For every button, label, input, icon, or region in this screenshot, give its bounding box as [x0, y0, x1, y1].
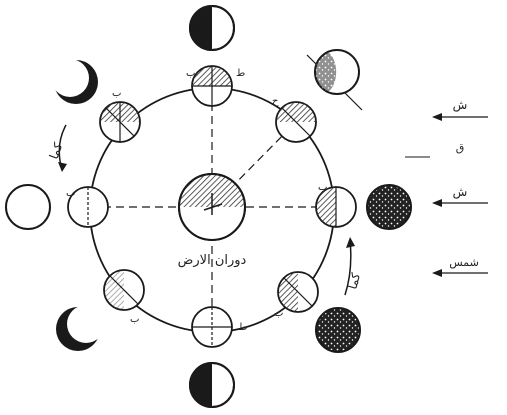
arc-label-left: كما	[47, 141, 66, 161]
orbit-moon-right	[316, 187, 356, 227]
outer-moon-waning	[316, 308, 360, 352]
side-label-4: شمس	[449, 256, 479, 269]
outer-moon-waning-crescent	[56, 305, 105, 351]
orbit-moon-bottom	[192, 307, 232, 347]
svg-text:ب: ب	[130, 314, 139, 325]
orbit-moon-top-left	[100, 102, 140, 142]
orbit-moon-top-right	[276, 102, 316, 142]
outer-moon-gibbous	[315, 50, 359, 94]
outer-moon-waxing-crescent	[51, 59, 98, 104]
side-label-3: ش	[453, 185, 468, 200]
svg-text:ب: ب	[186, 68, 195, 79]
sun-ray-3	[432, 199, 488, 207]
outer-moon-last-quarter	[190, 363, 234, 407]
svg-text:ب: ب	[66, 188, 75, 199]
outer-moon-new	[367, 185, 411, 229]
arc-label-right: كما	[345, 271, 363, 291]
outer-moon-full	[6, 185, 50, 229]
svg-text:ط: ط	[236, 68, 245, 79]
svg-text:ب: ب	[112, 88, 121, 99]
orbit-moon-top	[192, 66, 232, 106]
sun-ray-1	[432, 113, 488, 121]
side-label-1: ش	[453, 98, 468, 113]
sun-ray-4	[432, 269, 488, 277]
svg-text:ب: ب	[274, 308, 283, 319]
earth	[179, 174, 245, 240]
side-label-2: ق	[456, 141, 465, 154]
orbit-moon-bottom-right	[278, 272, 318, 312]
orbit-moon-bottom-left	[104, 270, 144, 310]
svg-text:ط: ط	[238, 322, 247, 333]
svg-text:ح: ح	[272, 96, 279, 107]
center-label: دوران الارض	[178, 253, 247, 268]
outer-moon-first-quarter	[190, 6, 234, 50]
svg-text:ب: ب	[318, 182, 327, 193]
